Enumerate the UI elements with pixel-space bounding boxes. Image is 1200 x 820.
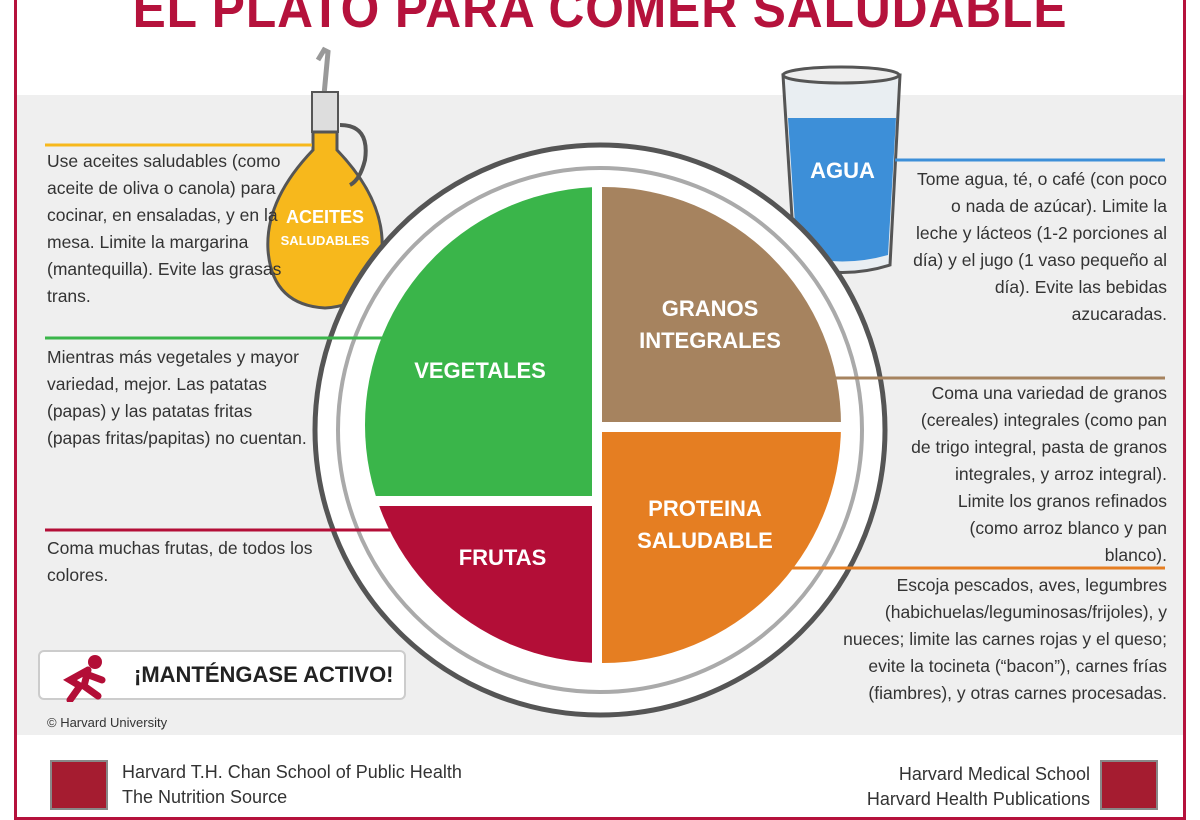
page-title: EL PLATO PARA COMER SALUDABLE (132, 0, 1068, 39)
water-label: AGUA (810, 158, 875, 183)
vegetables-label: VEGETALES (414, 358, 546, 383)
footer-left: Harvard T.H. Chan School of Public Healt… (122, 762, 462, 807)
harvard-chan-crest-logo (50, 760, 108, 810)
harvard-medical-crest-logo (1100, 760, 1158, 810)
running-person-icon (63, 655, 106, 702)
oil-bottle-icon (266, 46, 384, 310)
oil-description: Use aceites saludables (como aceite de o… (47, 151, 282, 306)
fruits-label: FRUTAS (458, 545, 547, 570)
fruits-description: Coma muchas frutas, de todos los colores… (47, 538, 313, 585)
grains-description: Coma una variedad de granos (cereales) i… (911, 383, 1167, 565)
plate-illustration (45, 46, 1165, 718)
water-glass-icon (781, 65, 902, 274)
vegetables-description: Mientras más vegetales y mayor variedad,… (47, 347, 307, 448)
copyright: © Harvard University (47, 715, 168, 730)
stay-active-text: ¡MANTÉNGASE ACTIVO! (134, 662, 394, 687)
stay-active-badge: ¡MANTÉNGASE ACTIVO! (38, 650, 406, 702)
vegetables-section (365, 187, 592, 496)
protein-description: Escoja pescados, aves, legumbres (habich… (843, 575, 1167, 703)
water-description: Tome agua, té, o café (con poco o nada d… (913, 169, 1167, 324)
